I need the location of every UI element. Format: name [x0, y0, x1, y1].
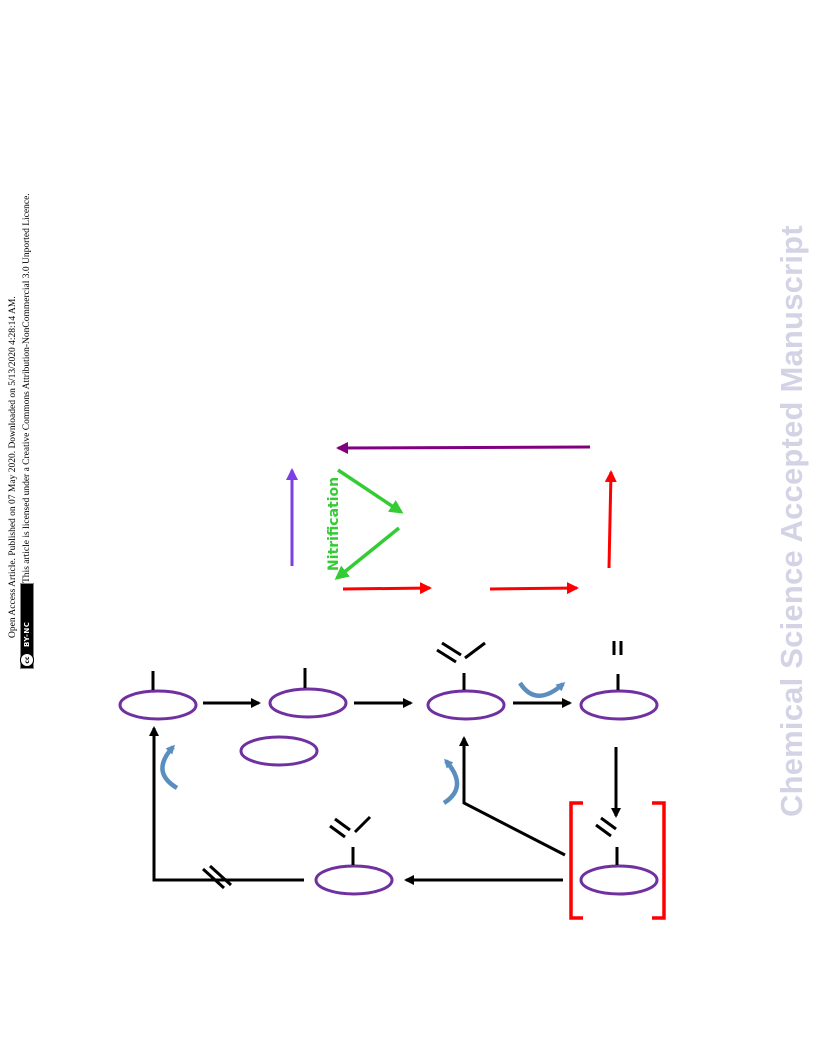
green-arrow-1 [337, 468, 404, 514]
red-arrow-3 [604, 470, 617, 569]
intermediate-bracket-left [569, 801, 583, 920]
ellipse-5 [239, 735, 319, 767]
green-arrow-2 [334, 526, 401, 580]
curved-arrow-left [160, 744, 179, 790]
curved-arrow-top [518, 681, 566, 698]
red-arrow-1 [342, 582, 432, 595]
ellipse-4 [579, 689, 659, 721]
ellipse-3 [426, 689, 506, 721]
ellipse-7 [579, 864, 659, 896]
arrow-6-1 [149, 726, 304, 882]
red-arrow-2 [489, 582, 579, 595]
purple-arrow [336, 441, 591, 454]
ellipse-2 [268, 687, 348, 719]
arrow-7-3 [459, 736, 566, 857]
ellipse-6 [314, 864, 394, 896]
intermediate-bracket-right [652, 801, 666, 920]
curved-arrow-middle [442, 758, 460, 805]
ellipse-1 [118, 689, 198, 721]
